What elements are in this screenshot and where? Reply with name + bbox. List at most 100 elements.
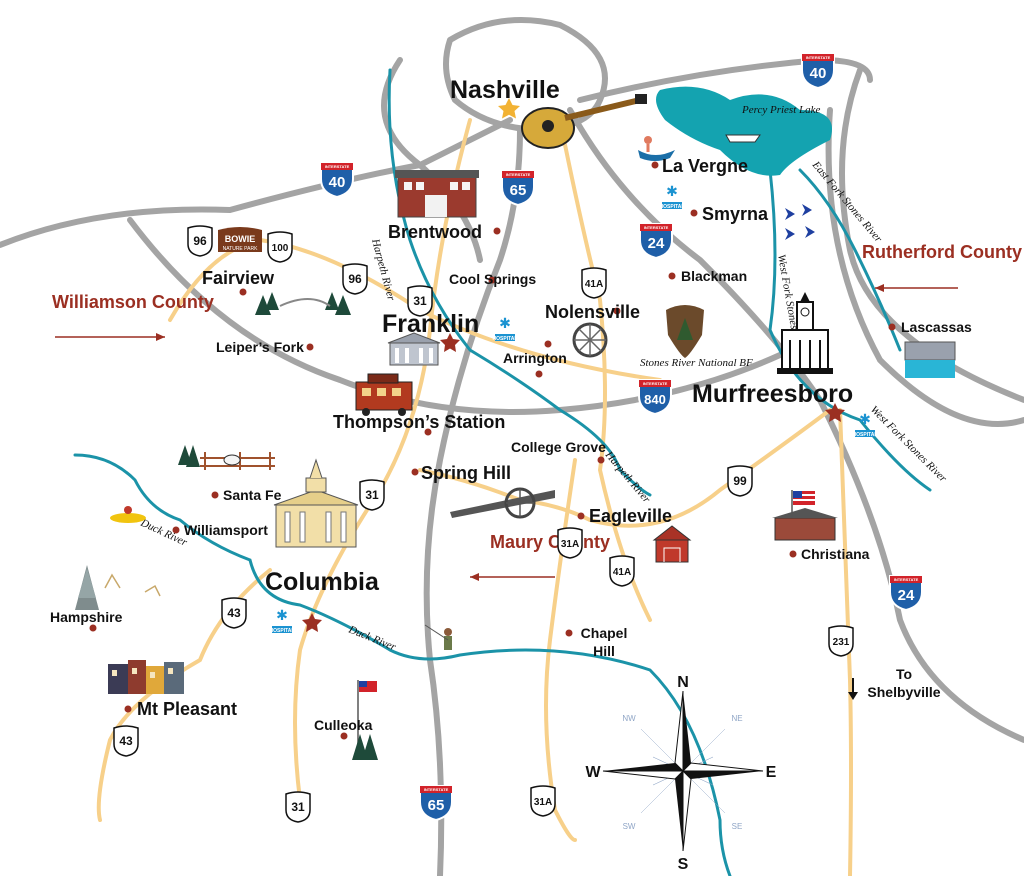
svg-text:41A: 41A xyxy=(613,567,631,578)
label-smyrna: Smyrna xyxy=(702,204,769,224)
label-thompsons-station: Thompson’s Station xyxy=(333,412,505,432)
us43-shield-south: 43 xyxy=(113,725,139,757)
bridge-trees-icon xyxy=(255,292,351,315)
svg-text:24: 24 xyxy=(898,587,915,604)
svg-text:24: 24 xyxy=(648,235,665,252)
culleoka-flag-trees-icon xyxy=(352,680,378,760)
compass-nw: NW xyxy=(622,714,636,723)
nps-arrowhead-icon xyxy=(666,305,704,358)
label-arrington: Arrington xyxy=(503,350,567,366)
city-markers xyxy=(89,161,896,740)
compass-sw: SW xyxy=(623,822,636,831)
label-santa-fe: Santa Fe xyxy=(223,487,282,503)
county-rutherford: Rutherford County xyxy=(862,242,1022,292)
us31a-shield-north: 31A xyxy=(557,527,583,559)
loop-west xyxy=(381,57,483,263)
county-williamson: Williamson County xyxy=(52,292,214,341)
harpeth-label-south: Harpeth River xyxy=(602,448,653,505)
cannon-icon xyxy=(450,487,555,519)
compass-n: N xyxy=(677,674,689,691)
label-mt-pleasant: Mt Pleasant xyxy=(137,699,237,719)
compass-w: W xyxy=(585,764,601,781)
shelbyville-arrowhead xyxy=(848,692,858,700)
svg-text:41A: 41A xyxy=(585,279,603,290)
label-williamsport: Williamsport xyxy=(184,522,268,538)
city-labels: Nashville Franklin Murfreesboro Columbia… xyxy=(50,76,972,733)
label-columbia: Columbia xyxy=(265,568,380,596)
percy-priest-label: Percy Priest Lake xyxy=(741,104,821,116)
i40-shield-east: INTERSTATE 40 xyxy=(801,53,835,89)
svg-text:65: 65 xyxy=(428,797,445,814)
label-lascassas: Lascassas xyxy=(901,319,972,335)
svg-text:✱: ✱ xyxy=(499,316,511,332)
svg-text:HOSPITAL: HOSPITAL xyxy=(660,204,685,210)
label-leipers-fork: Leiper’s Fork xyxy=(216,339,304,355)
svg-text:HOSPITAL: HOSPITAL xyxy=(493,336,518,342)
us31a-shield-south: 31A xyxy=(530,785,556,817)
rutherford-county-label: Rutherford County xyxy=(862,242,1022,262)
caboose-icon xyxy=(355,373,413,416)
us31-shield-north: 31 xyxy=(407,285,433,317)
guitar-icon xyxy=(521,94,647,149)
toShelby-line-2: Shelbyville xyxy=(867,684,940,700)
svg-text:✱: ✱ xyxy=(276,608,288,624)
hospital-icon-smyrna: ✱ HOSPITAL xyxy=(660,184,685,210)
svg-text:INTERSTATE: INTERSTATE xyxy=(894,577,919,582)
i65-shield-north: INTERSTATE 65 xyxy=(501,170,535,206)
label-franklin: Franklin xyxy=(382,310,479,338)
hospital-icons: ✱ HOSPITAL ✱ HOSPITAL ✱ HOSPITAL ✱ HOSPI… xyxy=(270,184,878,634)
rivers xyxy=(73,68,932,876)
stones-river-label: Stones River National BF xyxy=(640,357,753,369)
duck-river-label-east: Duck River xyxy=(346,623,398,653)
farm-fence-icon xyxy=(178,445,275,470)
compass-s: S xyxy=(678,856,689,873)
us99 xyxy=(588,408,832,528)
svg-text:40: 40 xyxy=(329,174,346,191)
i65-shield-south: INTERSTATE 65 xyxy=(419,785,453,821)
barn-icon xyxy=(652,525,692,563)
dam-icon xyxy=(904,341,956,378)
svg-text:✱: ✱ xyxy=(666,184,678,200)
svg-text:43: 43 xyxy=(119,734,133,748)
us31-shield-south: 31 xyxy=(285,791,311,823)
percy-priest-lake xyxy=(656,86,832,176)
svg-text:HOSPITAL: HOSPITAL xyxy=(270,628,295,634)
brentwood-house-icon xyxy=(395,170,479,218)
williamson-county-label: Williamson County xyxy=(52,292,214,312)
us100-shield: 100 xyxy=(267,231,293,263)
chapelHill-line-2: Hill xyxy=(593,643,615,659)
svg-text:INTERSTATE: INTERSTATE xyxy=(806,55,831,60)
us99-shield: 99 xyxy=(727,465,753,497)
harpeth-label-north: Harpeth River xyxy=(369,237,397,303)
maury-county-label: Maury County xyxy=(490,532,610,552)
us231-shield: 231 xyxy=(828,625,854,657)
svg-text:INTERSTATE: INTERSTATE xyxy=(643,381,668,386)
label-fairview: Fairview xyxy=(202,268,275,288)
label-hampshire: Hampshire xyxy=(50,609,123,625)
svg-text:INTERSTATE: INTERSTATE xyxy=(424,787,449,792)
blue-angels-icon xyxy=(785,204,815,240)
compass-ne: NE xyxy=(731,714,742,723)
hampshire-playground-icon xyxy=(75,565,161,610)
svg-text:INTERSTATE: INTERSTATE xyxy=(644,225,669,230)
svg-text:31: 31 xyxy=(291,800,305,814)
christiana-building-icon xyxy=(772,490,838,541)
us41a-shield-south: 41A xyxy=(609,555,635,587)
label-brentwood: Brentwood xyxy=(388,222,482,242)
svg-text:INTERSTATE: INTERSTATE xyxy=(506,172,531,177)
kayak-icon xyxy=(110,506,146,523)
fisherman-icon xyxy=(424,624,452,650)
us96-shield-east: 96 xyxy=(342,263,368,295)
bowie-title: BOWIE xyxy=(225,234,256,244)
boat-icon xyxy=(725,134,761,143)
label-spring-hill: Spring Hill xyxy=(421,463,511,483)
franklin-courthouse-icon xyxy=(387,332,441,366)
svg-text:31: 31 xyxy=(413,294,427,308)
svg-text:96: 96 xyxy=(348,272,362,286)
label-murfreesboro: Murfreesboro xyxy=(692,380,853,408)
west-fork-river xyxy=(768,168,932,492)
i840 xyxy=(127,217,783,415)
i840-shield: INTERSTATE 840 xyxy=(638,379,672,415)
svg-text:✱: ✱ xyxy=(859,412,871,428)
